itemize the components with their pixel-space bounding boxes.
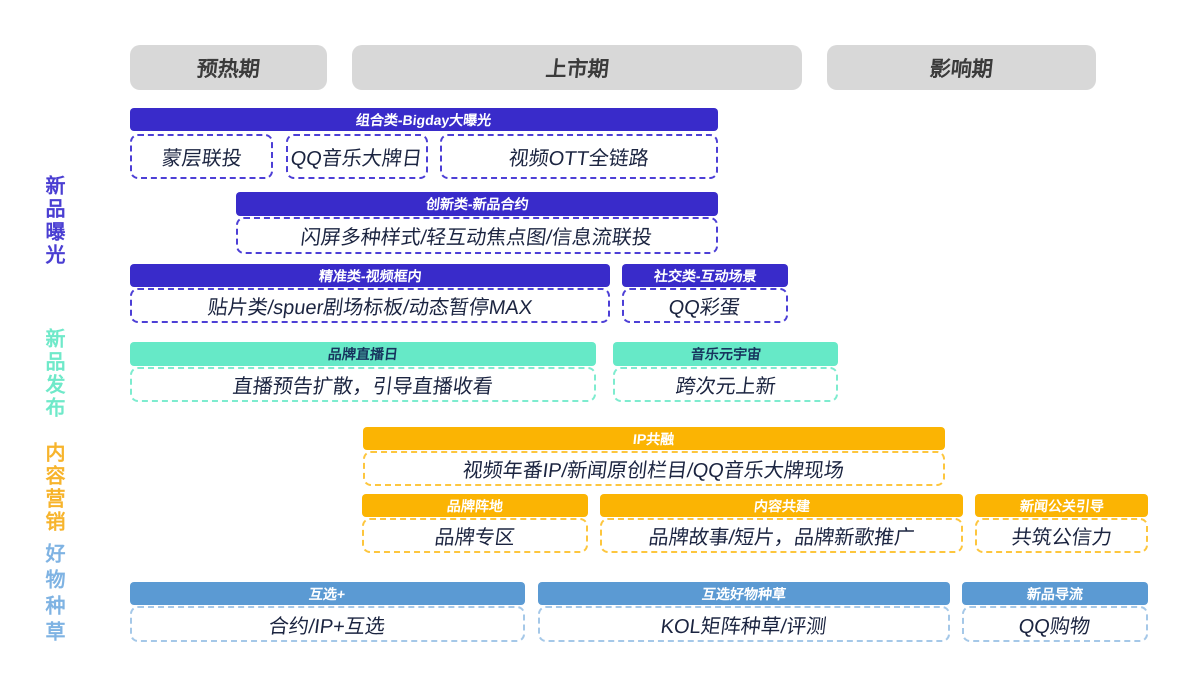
group-precision-video: 精准类-视频框内 贴片类/spuer剧场标板/动态暂停MAX bbox=[130, 264, 610, 323]
tactic-card: 合约/IP+互选 bbox=[130, 606, 525, 642]
group-new-product-diversion: 新品导流 QQ购物 bbox=[962, 582, 1148, 642]
phase-label: 上市期 bbox=[544, 57, 610, 81]
group-items: 品牌故事/短片，品牌新歌推广 bbox=[600, 518, 963, 553]
group-news-pr: 新闻公关引导 共筑公信力 bbox=[975, 494, 1148, 553]
category-label-seeding: 好物种草 bbox=[42, 543, 64, 647]
phase-pill-influence: 影响期 bbox=[827, 45, 1096, 90]
group-items: 直播预告扩散，引导直播收看 bbox=[130, 367, 596, 402]
tactic-card: 品牌专区 bbox=[362, 518, 588, 553]
group-header: 互选好物种草 bbox=[538, 582, 950, 605]
group-header: 组合类-Bigday大曝光 bbox=[130, 108, 718, 131]
tactic-card: 直播预告扩散，引导直播收看 bbox=[130, 367, 596, 402]
group-content-cocreation: 内容共建 品牌故事/短片，品牌新歌推广 bbox=[600, 494, 963, 553]
group-items: 贴片类/spuer剧场标板/动态暂停MAX bbox=[130, 288, 610, 323]
tactic-card: 品牌故事/短片，品牌新歌推广 bbox=[600, 518, 963, 553]
group-header: 互选+ bbox=[130, 582, 525, 605]
group-header: 品牌阵地 bbox=[362, 494, 588, 517]
group-header: 内容共建 bbox=[600, 494, 963, 517]
tactic-card: QQ购物 bbox=[962, 606, 1148, 642]
tactic-card: 视频年番IP/新闻原创栏目/QQ音乐大牌现场 bbox=[363, 451, 945, 486]
group-header: 精准类-视频框内 bbox=[130, 264, 610, 287]
group-music-metaverse: 音乐元宇宙 跨次元上新 bbox=[613, 342, 838, 402]
group-items: 跨次元上新 bbox=[613, 367, 838, 402]
group-bigday-exposure: 组合类-Bigday大曝光 蒙层联投 QQ音乐大牌日 视频OTT全链路 bbox=[130, 108, 718, 179]
group-header: 社交类-互动场景 bbox=[622, 264, 788, 287]
tactic-card: 跨次元上新 bbox=[613, 367, 838, 402]
category-label-release: 新品发布 bbox=[42, 328, 64, 420]
group-innovation-contract: 创新类-新品合约 闪屏多种样式/轻互动焦点图/信息流联投 bbox=[236, 192, 718, 254]
group-brand-live-day: 品牌直播日 直播预告扩散，引导直播收看 bbox=[130, 342, 596, 402]
group-mutual-select-seeding: 互选好物种草 KOL矩阵种草/评测 bbox=[538, 582, 950, 642]
tactic-card: QQ彩蛋 bbox=[622, 288, 788, 323]
group-items: 视频年番IP/新闻原创栏目/QQ音乐大牌现场 bbox=[363, 451, 945, 486]
phase-pill-warmup: 预热期 bbox=[130, 45, 327, 90]
tactic-card: 闪屏多种样式/轻互动焦点图/信息流联投 bbox=[236, 217, 718, 254]
group-mutual-select-plus: 互选+ 合约/IP+互选 bbox=[130, 582, 525, 642]
phase-pill-launch: 上市期 bbox=[352, 45, 802, 90]
tactic-card: 贴片类/spuer剧场标板/动态暂停MAX bbox=[130, 288, 610, 323]
tactic-card: 共筑公信力 bbox=[975, 518, 1148, 553]
tactic-card: KOL矩阵种草/评测 bbox=[538, 606, 950, 642]
group-items: 闪屏多种样式/轻互动焦点图/信息流联投 bbox=[236, 217, 718, 254]
group-header: 品牌直播日 bbox=[130, 342, 596, 366]
group-header: 音乐元宇宙 bbox=[613, 342, 838, 366]
group-ip-fusion: IP共融 视频年番IP/新闻原创栏目/QQ音乐大牌现场 bbox=[363, 427, 945, 486]
group-items: QQ购物 bbox=[962, 606, 1148, 642]
group-header: 创新类-新品合约 bbox=[236, 192, 718, 216]
group-items: 合约/IP+互选 bbox=[130, 606, 525, 642]
phase-label: 预热期 bbox=[195, 57, 262, 81]
group-items: 共筑公信力 bbox=[975, 518, 1148, 553]
group-items: 品牌专区 bbox=[362, 518, 588, 553]
phase-label: 影响期 bbox=[928, 57, 995, 81]
tactic-card: 视频OTT全链路 bbox=[440, 134, 718, 179]
group-brand-zone: 品牌阵地 品牌专区 bbox=[362, 494, 588, 553]
group-header: 新品导流 bbox=[962, 582, 1148, 605]
category-label-content-marketing: 内容营销 bbox=[42, 442, 64, 534]
group-items: KOL矩阵种草/评测 bbox=[538, 606, 950, 642]
group-header: 新闻公关引导 bbox=[975, 494, 1148, 517]
tactic-card: 蒙层联投 bbox=[130, 134, 273, 179]
tactic-card: QQ音乐大牌日 bbox=[286, 134, 428, 179]
group-items: 蒙层联投 QQ音乐大牌日 视频OTT全链路 bbox=[130, 134, 718, 179]
group-items: QQ彩蛋 bbox=[622, 288, 788, 323]
group-social-interaction: 社交类-互动场景 QQ彩蛋 bbox=[622, 264, 788, 323]
group-header: IP共融 bbox=[363, 427, 945, 450]
category-label-exposure: 新品曝光 bbox=[42, 175, 64, 267]
